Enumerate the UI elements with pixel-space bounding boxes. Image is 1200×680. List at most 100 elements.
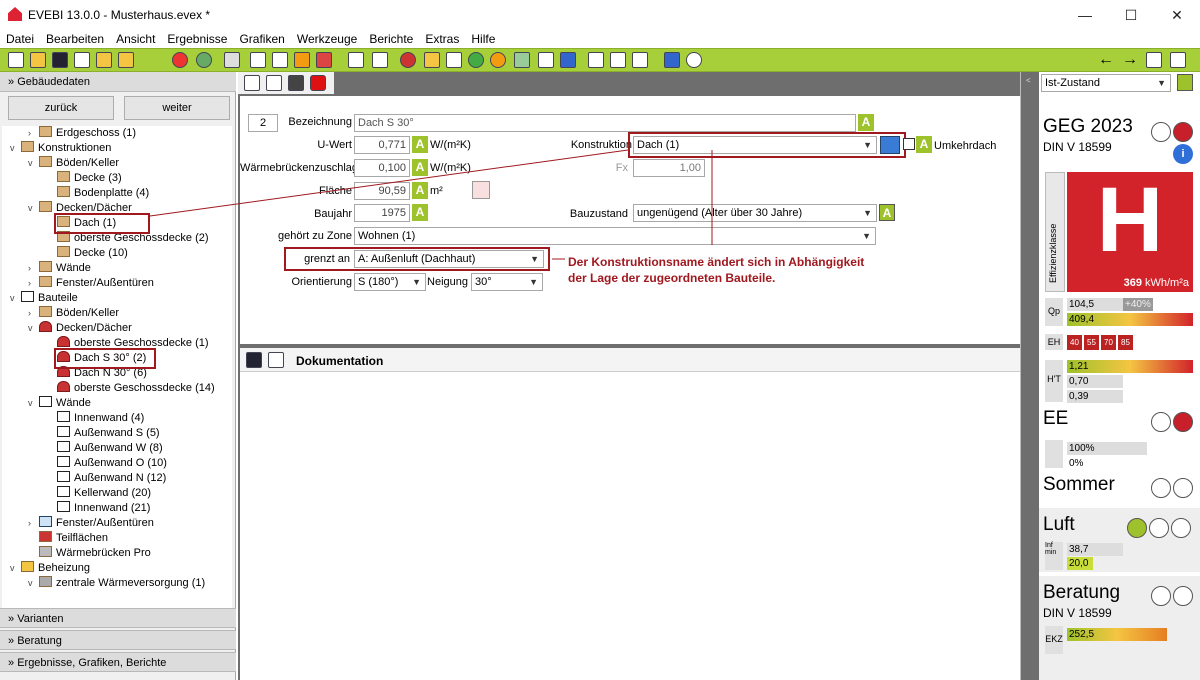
tree-item[interactable]: Außenwand N (12) <box>46 471 166 486</box>
tree-item[interactable]: oberste Geschossdecke (2) <box>46 231 209 246</box>
tree-item[interactable]: Innenwand (4) <box>46 411 144 426</box>
menu-hilfe[interactable]: Hilfe <box>471 32 496 46</box>
report2-icon[interactable] <box>610 52 626 68</box>
info-icon[interactable]: i <box>1173 144 1193 164</box>
calculator-icon[interactable] <box>664 52 680 68</box>
checklist-icon[interactable] <box>1146 52 1162 68</box>
nav-icon[interactable] <box>244 75 260 91</box>
tree-item[interactable]: Kellerwand (20) <box>46 486 151 501</box>
orient-select[interactable]: S (180°)▼ <box>354 273 426 291</box>
roof-tool-icon[interactable] <box>400 52 416 68</box>
window-tool-icon[interactable] <box>424 52 440 68</box>
konstruktion-select[interactable]: Dach (1)▼ <box>633 136 877 154</box>
tree-item[interactable]: Wärmebrücken Pro <box>28 546 151 561</box>
fx-field[interactable]: 1,00 <box>633 159 705 177</box>
tree-item-dach-1[interactable]: Dach (1) <box>46 216 116 231</box>
new-file-icon[interactable] <box>8 52 24 68</box>
tree-item[interactable]: Decke (3) <box>46 171 122 186</box>
panel-header-gebaeudedaten[interactable]: » Gebäudedaten <box>0 72 236 92</box>
flaeche-a-button[interactable]: A <box>412 182 428 199</box>
bezeichnung-a-button[interactable]: A <box>858 114 874 131</box>
state-a-button[interactable] <box>1177 74 1193 91</box>
baujahr-field[interactable]: 1975 <box>354 204 410 222</box>
sun-tool-icon[interactable] <box>490 52 506 68</box>
tree-item[interactable]: ›Erdgeschoss (1) <box>28 126 137 139</box>
grid-tool-icon[interactable] <box>560 52 576 68</box>
tree-item[interactable]: Decke (10) <box>46 246 128 261</box>
tree-item[interactable]: Innenwand (21) <box>46 501 150 516</box>
back-arrow-icon[interactable]: ← <box>1098 51 1114 68</box>
chart-trend-icon[interactable] <box>1170 52 1186 68</box>
tree-item[interactable]: ›Wände <box>28 261 91 274</box>
menu-extras[interactable]: Extras <box>425 32 460 46</box>
menu-grafiken[interactable]: Grafiken <box>239 32 285 46</box>
tree-item-dach-s-30[interactable]: Dach S 30° (2) <box>46 351 146 366</box>
section-ergebnisse[interactable]: » Ergebnisse, Grafiken, Berichte <box>0 652 236 672</box>
sum-icon[interactable] <box>294 52 310 68</box>
bauzustand-select[interactable]: ungenügend (Alter über 30 Jahre)▼ <box>633 204 877 222</box>
section-varianten[interactable]: » Varianten <box>0 608 236 628</box>
collapse-arrow-icon[interactable]: < <box>1026 76 1031 85</box>
save-icon[interactable] <box>52 52 68 68</box>
tree-item[interactable]: Außenwand W (8) <box>46 441 163 456</box>
menu-datei[interactable]: Datei <box>6 32 35 46</box>
house-report-icon[interactable] <box>632 52 648 68</box>
menu-berichte[interactable]: Berichte <box>369 32 414 46</box>
tree-item[interactable]: Außenwand S (5) <box>46 426 160 441</box>
tree-item[interactable]: oberste Geschossdecke (14) <box>46 381 215 396</box>
menu-bearbeiten[interactable]: Bearbeiten <box>46 32 105 46</box>
list-icon[interactable] <box>372 52 388 68</box>
doc-template-icon[interactable] <box>268 352 284 368</box>
layout-icon[interactable] <box>266 75 282 91</box>
wbz-a-button[interactable]: A <box>412 159 428 176</box>
report-icon[interactable] <box>588 52 604 68</box>
bauzustand-a-button[interactable]: A <box>879 204 895 221</box>
table-icon[interactable] <box>272 52 288 68</box>
baujahr-a-button[interactable]: A <box>412 204 428 221</box>
house-tool-icon[interactable] <box>538 52 554 68</box>
umkehrdach-a-button[interactable]: A <box>916 136 932 153</box>
undo-icon[interactable] <box>172 52 188 68</box>
uwert-a-button[interactable]: A <box>412 136 428 153</box>
flaeche-field[interactable]: 90,59 <box>354 182 410 200</box>
export-icon[interactable] <box>96 52 112 68</box>
print-icon[interactable] <box>288 75 304 91</box>
tree-item[interactable]: Bodenplatte (4) <box>46 186 149 201</box>
back-button[interactable]: zurück <box>8 96 114 120</box>
tree-item[interactable]: Dach N 30° (6) <box>46 366 147 381</box>
menu-ansicht[interactable]: Ansicht <box>116 32 156 46</box>
konstruktion-edit-icon[interactable] <box>880 136 900 154</box>
bezeichnung-field[interactable]: Dach S 30° <box>354 114 856 132</box>
neigung-select[interactable]: 30°▼ <box>471 273 543 291</box>
open-folder-icon[interactable] <box>30 52 46 68</box>
wbz-field[interactable]: 0,100 <box>354 159 410 177</box>
copy-icon[interactable] <box>74 52 90 68</box>
section-beratung[interactable]: » Beratung <box>0 630 236 650</box>
help-icon[interactable] <box>686 52 702 68</box>
info-tool-icon[interactable] <box>446 52 462 68</box>
umkehrdach-checkbox[interactable] <box>903 138 915 150</box>
document-icon[interactable] <box>250 52 266 68</box>
tree-item[interactable]: oberste Geschossdecke (1) <box>46 336 209 351</box>
pv-tool-icon[interactable] <box>514 52 530 68</box>
close-button[interactable]: ✕ <box>1171 7 1183 23</box>
grenzt-select[interactable]: A: Außenluft (Dachhaut)▼ <box>354 250 544 268</box>
forward-arrow-icon[interactable]: → <box>1122 51 1138 68</box>
state-select[interactable]: Ist-Zustand▼ <box>1041 74 1171 92</box>
area-calculator-icon[interactable] <box>472 181 490 199</box>
video-icon[interactable] <box>310 75 326 91</box>
redo-icon[interactable] <box>196 52 212 68</box>
uwert-field[interactable]: 0,771 <box>354 136 410 154</box>
menu-werkzeuge[interactable]: Werkzeuge <box>296 32 358 46</box>
tree-icon[interactable] <box>348 52 364 68</box>
tree-item[interactable]: ›Fenster/Außentüren <box>28 516 154 529</box>
